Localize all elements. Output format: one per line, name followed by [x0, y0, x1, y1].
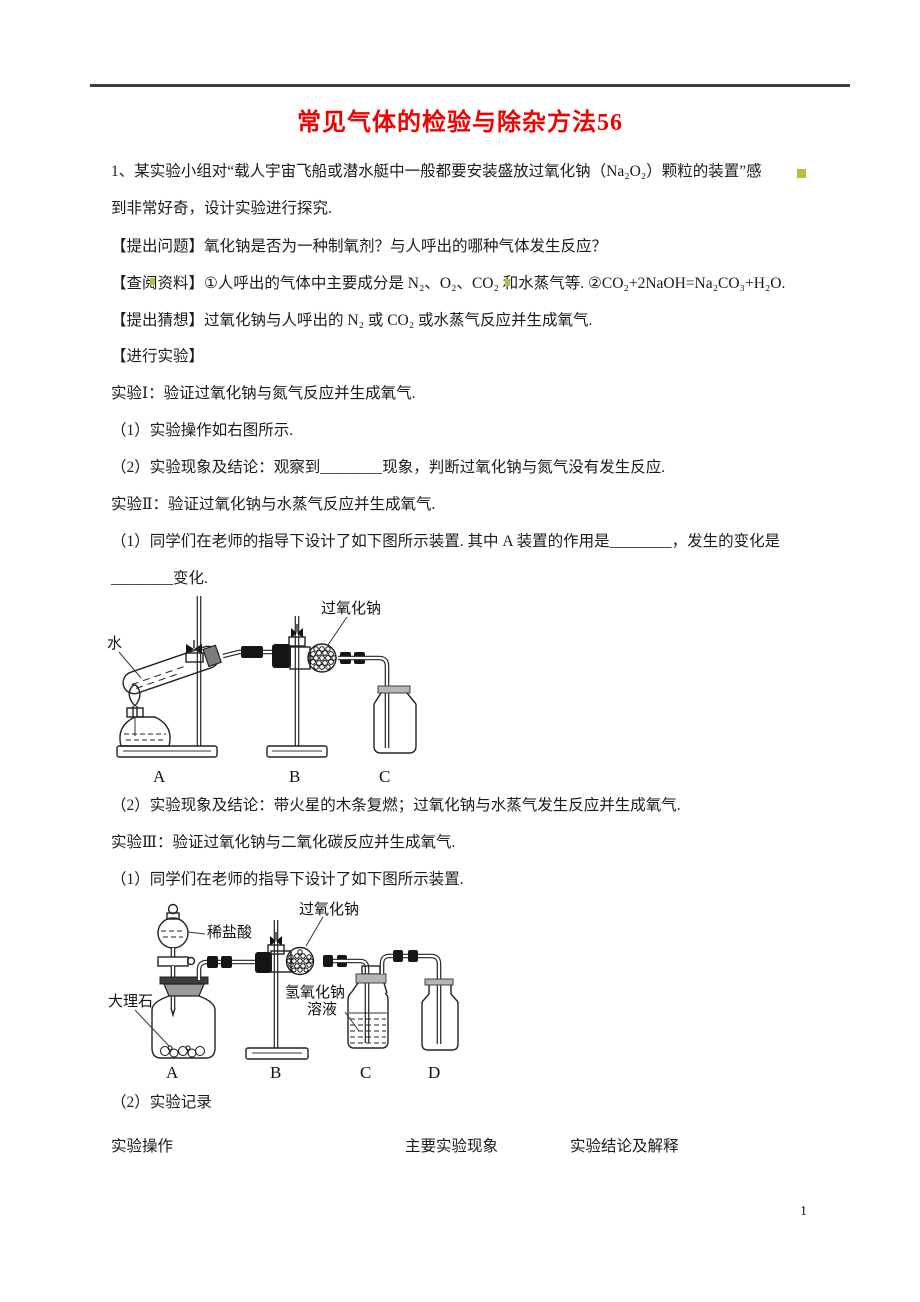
- apparatus-letter-A: A: [166, 1063, 179, 1082]
- text-line: 【提出猜想】过氧化钠与人呼出的 N₂ 或 CO₂ 或水蒸气反应并生成氧气.: [111, 312, 593, 329]
- table-header-conclusion: 实验结论及解释: [570, 1138, 679, 1155]
- apparatus-letter-C: C: [360, 1063, 371, 1082]
- sodium-peroxide-bulb: [289, 643, 365, 673]
- naoh-label-2: 溶液: [307, 1001, 337, 1018]
- apparatus-diagram-2: 稀盐酸 大理石 过氧化钠 氢氧化钠 溶液 A B C D: [108, 901, 459, 1082]
- alcohol-lamp: [119, 684, 171, 747]
- apparatus-letter-B: B: [289, 767, 300, 786]
- ring-stand: [245, 920, 309, 1060]
- peroxide-label: 过氧化钠: [321, 600, 381, 617]
- text-line: 实验Ⅰ：验证过氧化钠与氮气反应并生成氧气.: [111, 385, 416, 402]
- apparatus-letter-D: D: [428, 1063, 440, 1082]
- text-line: 1、某实验小组对“载人宇宙飞船或潜水艇中一般都要安装盛放过氧化钠（Na₂O₂）颗…: [111, 163, 762, 180]
- page-title: 常见气体的检验与除杂方法56: [297, 110, 623, 136]
- gas-collection-bottle: [338, 655, 417, 754]
- sodium-peroxide-bulb: [255, 946, 347, 976]
- text-line: （2）实验现象及结论：带火星的木条复燃；过氧化钠与水蒸气发生反应并生成氧气.: [111, 797, 681, 814]
- acid-label: 稀盐酸: [207, 924, 252, 941]
- text-line: ________变化.: [111, 570, 208, 587]
- page-number: 1: [800, 1204, 807, 1219]
- peroxide-label: 过氧化钠: [299, 901, 359, 918]
- highlight-artifact: [150, 278, 155, 285]
- table-header-operation: 实验操作: [111, 1138, 174, 1155]
- connecting-tube: [222, 644, 291, 668]
- text-line: （1）实验操作如右图所示.: [111, 422, 294, 439]
- gas-collection-bottle: [379, 950, 459, 1051]
- text-line: 实验Ⅲ：验证过氧化钠与二氧化碳反应并生成氧气.: [111, 834, 456, 851]
- table-header-phenomenon: 主要实验现象: [405, 1138, 499, 1155]
- naoh-label: 氢氧化钠: [285, 984, 345, 1001]
- clamp: [288, 624, 306, 647]
- text-line: （2）实验现象及结论：观察到________现象，判断过氧化钠与氮气没有发生反应…: [111, 459, 666, 476]
- header-rule: [90, 84, 850, 87]
- test-tube-with-water: [122, 644, 222, 695]
- text-line: 【查阅资料】①人呼出的气体中主要成分是 N₂、O₂、CO₂ 和水蒸气等. ②CO…: [111, 275, 786, 292]
- text-line: 【提出问题】氧化钠是否为一种制氧剂？与人呼出的哪种气体发生反应？: [111, 238, 608, 255]
- text-line: 实验Ⅱ：验证过氧化钠与水蒸气反应并生成氧气.: [111, 496, 436, 513]
- highlight-artifact: [505, 279, 510, 286]
- apparatus-letter-B: B: [270, 1063, 281, 1082]
- apparatus-letter-C: C: [379, 767, 390, 786]
- text-line: （2）实验记录: [111, 1094, 212, 1111]
- text-line: 到非常好奇，设计实验进行探究.: [111, 200, 332, 217]
- highlight-artifact: [797, 169, 806, 178]
- water-label: 水: [107, 635, 122, 652]
- naoh-wash-bottle: [333, 958, 389, 1049]
- marble-label: 大理石: [108, 993, 153, 1010]
- apparatus-letter-A: A: [153, 767, 166, 786]
- clamp: [267, 932, 285, 955]
- text-line: （1）同学们在老师的指导下设计了如下图所示装置.: [111, 871, 464, 888]
- dropping-funnel: [157, 903, 196, 1018]
- text-line: （1）同学们在老师的指导下设计了如下图所示装置. 其中 A 装置的作用是____…: [111, 533, 781, 550]
- text-line: 【进行实验】: [111, 348, 205, 365]
- apparatus-diagram-1: 水 过氧化钠 A B C: [107, 596, 417, 786]
- ring-stand: [116, 596, 218, 758]
- connecting-tube: [196, 956, 257, 980]
- marble-bottle: [151, 976, 216, 1059]
